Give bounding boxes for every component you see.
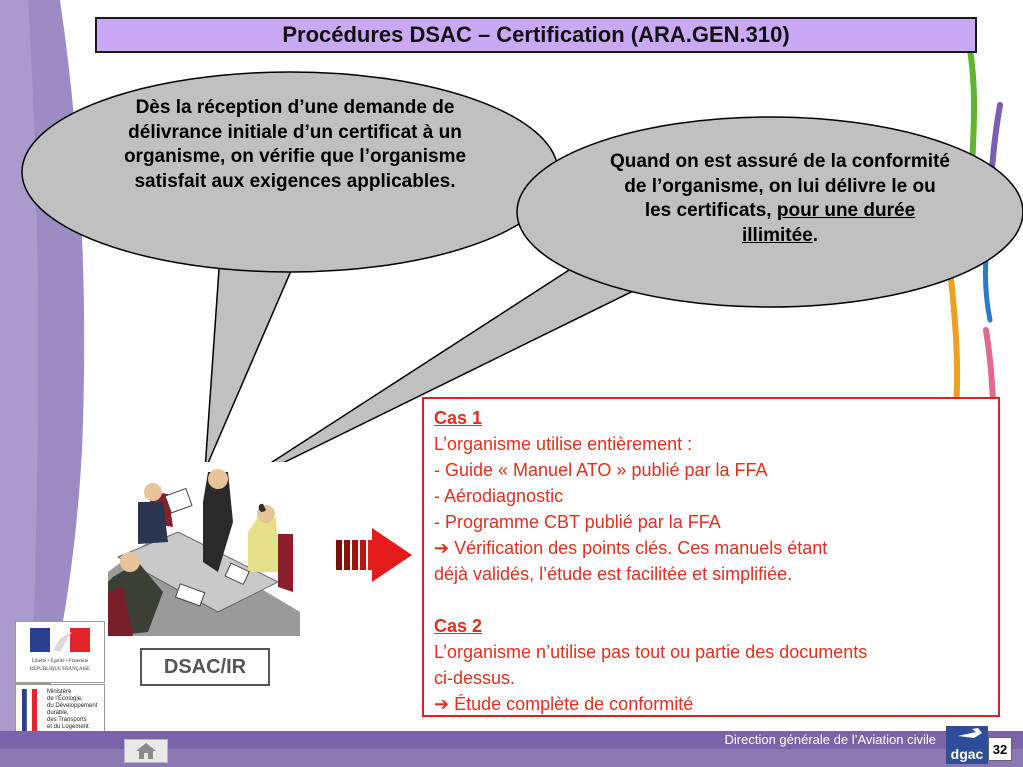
home-button[interactable]: [124, 739, 168, 763]
ministere-line: durable,: [47, 710, 69, 716]
dgac-logo-text: dgac: [950, 746, 984, 762]
page-number-box: 32: [988, 737, 1012, 761]
case-1-line: ➔ Vérification des points clés. Ces manu…: [434, 538, 828, 558]
dsac-ir-label: DSAC/IR: [163, 655, 247, 678]
republique-francaise-logo: Liberté • Égalité • Fraternité RÉPUBLIQU…: [15, 621, 105, 683]
page-number: 32: [992, 741, 1008, 757]
plane-icon: [958, 728, 982, 738]
slide-title-text: Procédures DSAC – Certification (ARA.GEN…: [282, 22, 790, 47]
case-1-line: déjà validés, l’étude est facilitée et s…: [434, 564, 793, 584]
republique-caption: Liberté • Égalité • Fraternité RÉPUBLIQU…: [16, 658, 104, 674]
bubble-1-text: Dès la réception d’une demande de délivr…: [123, 97, 467, 193]
bubble-2-text-start: Quand on est assuré de la conformité de …: [610, 151, 950, 222]
ministere-text: Ministère de l’Écologie, du Développemen…: [47, 689, 97, 731]
speech-bubble-1: [21, 71, 559, 471]
ministere-line: Ministère: [47, 689, 72, 695]
spacer: [434, 587, 990, 613]
cases-box: Cas 1 L’organisme utilise entièrement : …: [422, 397, 1000, 717]
footer-bar: [0, 731, 1023, 749]
ministere-line: et du Logement: [47, 724, 89, 730]
bubble-2-text-end: .: [812, 225, 819, 247]
home-icon: [136, 743, 156, 759]
ministere-line: du Développement: [47, 703, 98, 709]
slide-title: Procédures DSAC – Certification (ARA.GEN…: [95, 17, 977, 53]
dsac-ir-box: DSAC/IR: [140, 648, 270, 686]
case-2-title: Cas 2: [434, 616, 483, 636]
case-1-line: - Aérodiagnostic: [434, 486, 564, 506]
case-2-line: ➔ Étude complète de conformité: [434, 694, 694, 714]
case-2-line: L’organisme n’utilise pas tout ou partie…: [434, 642, 868, 662]
french-flag-icon: [30, 628, 90, 652]
bubble-2-text: Quand on est assuré de la conformité de …: [610, 150, 950, 249]
ministere-logo: Ministère de l’Écologie, du Développemen…: [15, 684, 105, 740]
case-2-line: ci-dessus.: [434, 668, 516, 688]
case-1-line: L’organisme utilise entièrement :: [434, 434, 693, 454]
meeting-illustration: [108, 462, 300, 636]
case-1-title: Cas 1: [434, 408, 483, 428]
republique-text: RÉPUBLIQUE FRANÇAISE: [29, 667, 91, 672]
arrow-right-icon: [336, 528, 412, 582]
bubble-2-text-underlined: pour une durée illimitée: [741, 200, 916, 247]
dgac-logo: dgac: [946, 726, 988, 764]
motto-text: Liberté • Égalité • Fraternité: [31, 659, 89, 664]
case-1-line: - Guide « Manuel ATO » publié par la FFA: [434, 460, 768, 480]
ministere-line: de l’Écologie,: [47, 696, 83, 702]
ministere-line: des Transports: [47, 717, 87, 723]
footer-organization-text: Direction générale de l’Aviation civile: [724, 732, 937, 747]
speech-bubble-2: [231, 116, 1023, 489]
footer-bar-lower: [0, 749, 1023, 767]
case-1-line: - Programme CBT publié par la FFA: [434, 512, 721, 532]
